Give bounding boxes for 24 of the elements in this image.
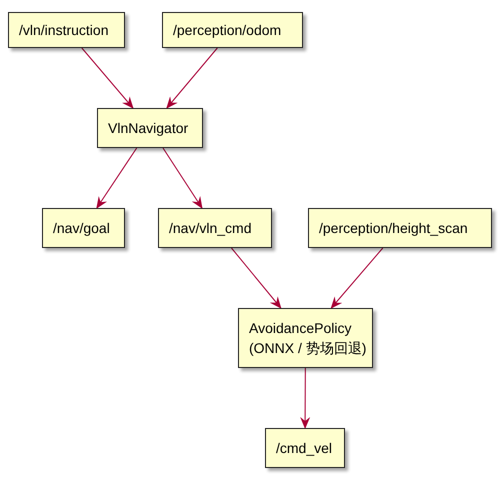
arrow bbox=[230, 248, 282, 309]
node-box bbox=[162, 12, 303, 48]
node-label: /nav/goal bbox=[53, 219, 110, 238]
node-label: /perception/height_scan bbox=[319, 219, 468, 238]
node-label: VlnNavigator bbox=[108, 119, 188, 138]
node-label: (ONNX / 势场回退) bbox=[249, 339, 366, 358]
node-box bbox=[8, 12, 125, 48]
arrow bbox=[166, 48, 218, 109]
node-box bbox=[42, 208, 125, 248]
node-box bbox=[238, 308, 373, 368]
node-box bbox=[308, 208, 492, 248]
node-box bbox=[158, 208, 272, 248]
arrow bbox=[300, 368, 310, 429]
node-label: /nav/vln_cmd bbox=[169, 219, 252, 238]
arrow bbox=[81, 48, 134, 109]
arrow bbox=[162, 148, 203, 209]
node-label: /vln/instruction bbox=[19, 21, 108, 40]
node-box bbox=[265, 428, 345, 468]
arrow bbox=[96, 148, 138, 209]
node-label: AvoidancePolicy bbox=[249, 319, 352, 338]
node-box bbox=[97, 108, 203, 148]
node-label: /cmd_vel bbox=[276, 439, 332, 458]
node-label: /perception/odom bbox=[173, 21, 282, 40]
arrow bbox=[330, 248, 384, 309]
